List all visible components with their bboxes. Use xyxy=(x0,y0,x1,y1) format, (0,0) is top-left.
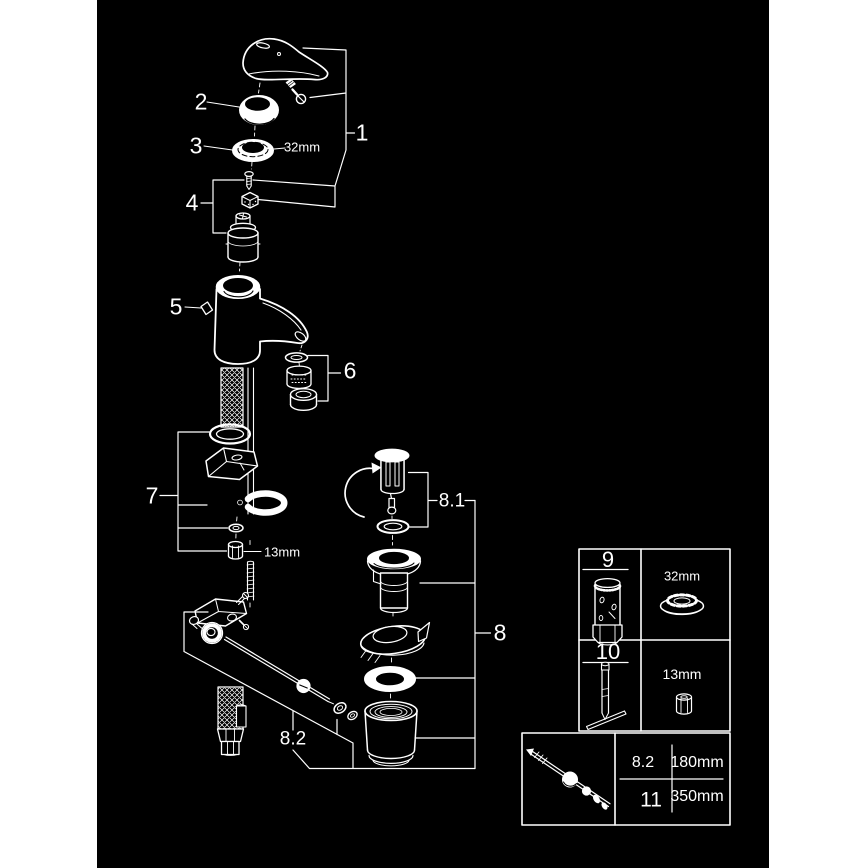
bracket-6 xyxy=(307,354,342,402)
callout-7: 7 xyxy=(145,482,159,509)
wedge-gasket xyxy=(359,621,431,663)
cartridge-screw xyxy=(244,171,254,190)
bracket-8-1 xyxy=(407,471,476,528)
handle-set-screw xyxy=(285,78,307,105)
leader-3 xyxy=(203,145,234,151)
bracket-7 xyxy=(159,431,229,552)
mounting-wedge xyxy=(205,447,259,481)
ring-nut-32mm xyxy=(659,593,705,616)
dim-32mm-label: 32mm xyxy=(283,139,321,155)
pivot-screw-lower xyxy=(238,619,250,631)
rod-panel-grid xyxy=(619,744,724,813)
popup-rod xyxy=(223,636,334,705)
rod-washers xyxy=(333,702,358,721)
pivot-block xyxy=(194,598,248,627)
socket-tool xyxy=(592,577,623,646)
leader-5 xyxy=(184,306,202,309)
dim-13mm-label: 13mm xyxy=(263,544,301,560)
handle-cap-ring xyxy=(239,95,279,125)
mounting-hardware-group xyxy=(159,423,288,609)
tools-cell-10-dim: 13mm xyxy=(662,666,702,682)
leader-32mm xyxy=(273,147,286,150)
faucet-body xyxy=(200,275,309,365)
drain-assembly-group xyxy=(344,448,492,770)
escutcheon-ring xyxy=(232,139,274,162)
aerator-group xyxy=(284,344,342,411)
tools-cell-9-dim: 32mm xyxy=(663,568,701,584)
exploded-diagram-drawing xyxy=(159,37,731,826)
bracket-8 xyxy=(414,499,492,770)
handle-assembly-drawing xyxy=(200,37,356,272)
plug-seal-ring xyxy=(376,519,410,534)
cartridge xyxy=(225,212,261,263)
rod-table-ref-1: 8.2 xyxy=(631,754,655,771)
lever-handle xyxy=(242,37,329,81)
aerator-washer xyxy=(284,352,309,363)
callout-5: 5 xyxy=(169,293,183,320)
nut-13mm-tool xyxy=(675,693,693,715)
drain-cup xyxy=(364,700,418,767)
t-wrench-tool xyxy=(585,661,627,731)
rotation-arrow-icon xyxy=(344,462,382,518)
base-o-ring xyxy=(208,423,252,445)
callout-8-2: 8.2 xyxy=(279,728,307,750)
faucet-body-group xyxy=(184,275,342,515)
rod-panel-frame xyxy=(521,732,731,826)
bracket-8-2 xyxy=(183,611,476,770)
aerator-insert xyxy=(286,365,312,390)
lever-pin xyxy=(200,301,214,316)
pivot-plug xyxy=(188,615,202,629)
rod-panel-drawing xyxy=(521,732,731,826)
callout-8-1: 8.1 xyxy=(438,490,466,512)
drain-o-ring xyxy=(364,666,416,692)
tools-cell-9-label: 9 xyxy=(601,547,615,572)
callout-6: 6 xyxy=(343,357,357,384)
bracket-1 xyxy=(252,47,356,208)
drain-flange xyxy=(366,548,422,614)
lock-ring xyxy=(228,523,244,533)
rod-table-length-2: 350mm xyxy=(670,788,724,805)
rod-table-length-1: 180mm xyxy=(670,754,724,771)
supply-hose-lower xyxy=(216,686,247,756)
supply-rod-upper xyxy=(247,367,255,515)
callout-1: 1 xyxy=(355,119,369,146)
rod-table-ref-2: 11 xyxy=(640,788,662,812)
cartridge-nut xyxy=(241,191,259,209)
popup-rod-group xyxy=(183,591,476,770)
callout-4: 4 xyxy=(185,189,199,216)
knurled-knob xyxy=(200,621,224,645)
horseshoe-washer xyxy=(237,490,288,516)
callout-2: 2 xyxy=(194,88,208,115)
mounting-nut-13mm xyxy=(227,540,244,560)
exploded-diagram-stage: 1 2 3 32mm 4 5 6 7 13mm 8.1 8 8.2 9 32mm… xyxy=(97,0,769,868)
aerator-housing xyxy=(289,388,318,411)
rod-length-drawing xyxy=(526,748,611,810)
tools-cell-10-label: 10 xyxy=(595,639,621,664)
callout-8: 8 xyxy=(493,619,507,646)
bracket-4 xyxy=(200,179,245,234)
drain-plug xyxy=(374,448,410,515)
callout-3: 3 xyxy=(189,132,203,159)
tools-panel-drawing xyxy=(578,548,731,732)
pivot-screw-upper xyxy=(236,591,250,605)
leader-2 xyxy=(206,101,240,108)
supply-hose-upper xyxy=(220,367,244,428)
